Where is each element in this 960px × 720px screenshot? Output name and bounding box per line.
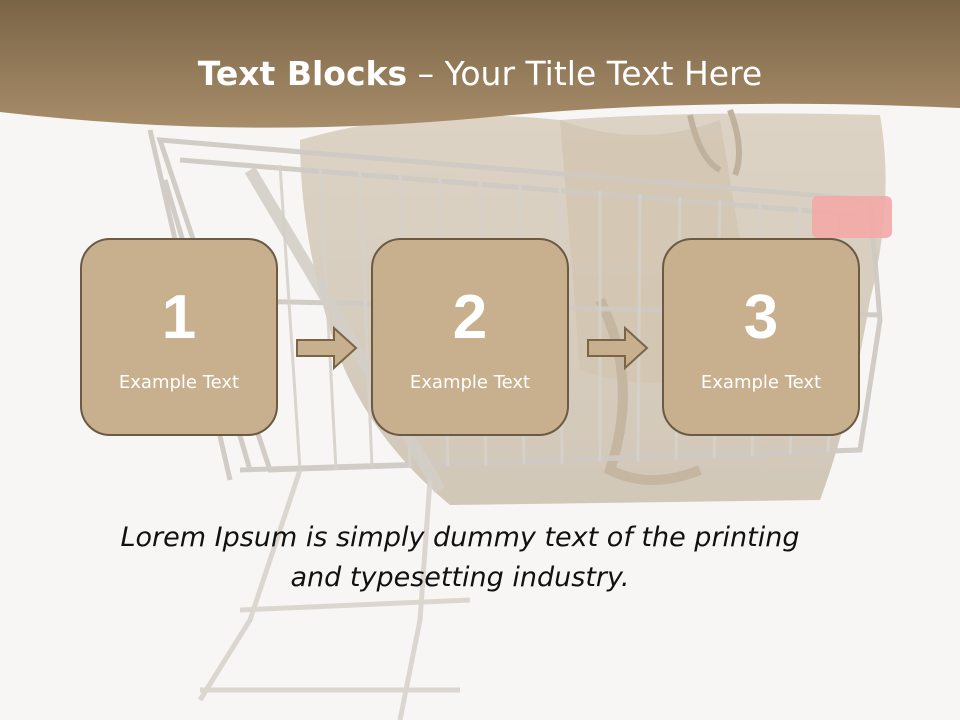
step-number: 2 — [452, 283, 488, 352]
title-bold: Text Blocks — [197, 54, 408, 93]
step-box-1: 1 Example Text — [80, 238, 278, 436]
arrow-right-icon — [587, 326, 649, 370]
slide-title: Text Blocks – Your Title Text Here — [0, 54, 960, 93]
step-box-3: 3 Example Text — [662, 238, 860, 436]
step-label: Example Text — [118, 372, 240, 393]
step-number: 3 — [743, 283, 779, 352]
title-rest: – Your Title Text Here — [407, 54, 763, 93]
step-label: Example Text — [409, 372, 531, 393]
arrow-right-icon — [296, 326, 358, 370]
step-box-2: 2 Example Text — [371, 238, 569, 436]
step-number: 1 — [161, 283, 197, 352]
body-text: Lorem Ipsum is simply dummy text of the … — [120, 522, 800, 593]
step-label: Example Text — [700, 372, 822, 393]
header-band — [0, 0, 960, 128]
